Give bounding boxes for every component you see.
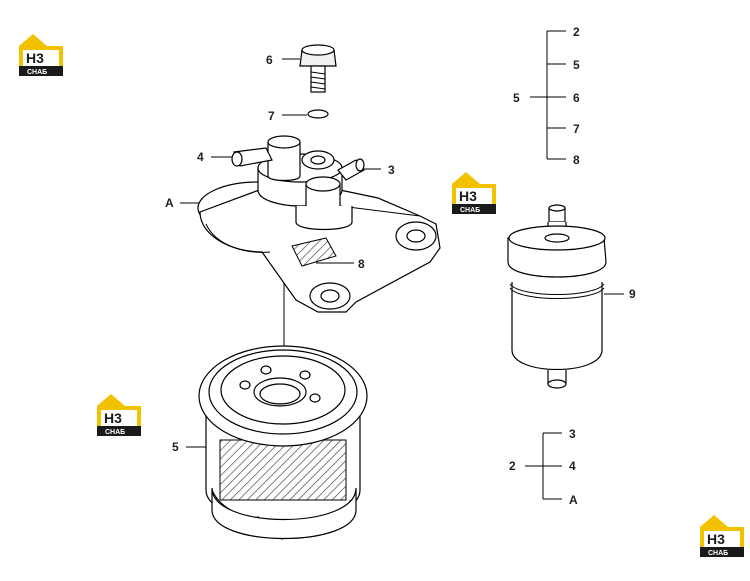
tree-bottom-child: 3 [569, 427, 576, 441]
tree-top-child: 5 [573, 58, 580, 72]
tree-top-child: 8 [573, 153, 580, 167]
logo-mark-text: H3 [26, 50, 44, 66]
inline-fuel-filter-part-9 [507, 204, 607, 389]
brand-logo-center: H3 СНАБ [452, 172, 496, 214]
logo-subtitle: СНАБ [460, 207, 480, 214]
logo-mark-text: H3 [459, 188, 477, 204]
brand-logo-bottom-right: H3 СНАБ [700, 515, 744, 557]
brand-logo-left-middle: H3 СНАБ [97, 394, 141, 436]
tree-bottom-child: 4 [569, 459, 576, 473]
o-ring-part-7 [307, 109, 329, 119]
callout-8: 8 [358, 257, 365, 271]
tree-bottom-root: 2 [509, 459, 516, 473]
callout-4: 4 [197, 150, 204, 164]
callout-9: 9 [629, 287, 636, 301]
spin-on-filter-part-5 [198, 345, 368, 540]
logo-subtitle: СНАБ [708, 550, 728, 557]
tree-top-child: 6 [573, 91, 580, 105]
leader-lines [180, 58, 624, 448]
tree-top-child: 7 [573, 122, 580, 136]
fitting-part-3 [337, 158, 365, 181]
bolt-part-6 [299, 44, 337, 93]
logo-mark-text: H3 [707, 531, 725, 547]
assembly-tree-bottom: 2 3 4 A [509, 427, 578, 507]
brand-logo-top-left: H3 СНАБ [19, 34, 63, 76]
logo-subtitle: СНАБ [105, 429, 125, 436]
logo-mark-text: H3 [104, 410, 122, 426]
callout-A: A [165, 196, 174, 210]
logo-subtitle: СНАБ [27, 69, 47, 76]
tree-bottom-child: A [569, 493, 578, 507]
tree-top-root: 5 [513, 91, 520, 105]
callout-7: 7 [268, 109, 275, 123]
fitting-part-4 [231, 147, 273, 167]
filter-head-part-A [197, 135, 441, 313]
assembly-tree-top: 5 2 5 6 7 8 [513, 25, 580, 167]
callout-5: 5 [172, 440, 179, 454]
callout-3: 3 [388, 163, 395, 177]
callout-6: 6 [266, 53, 273, 67]
tree-top-child: 2 [573, 25, 580, 39]
